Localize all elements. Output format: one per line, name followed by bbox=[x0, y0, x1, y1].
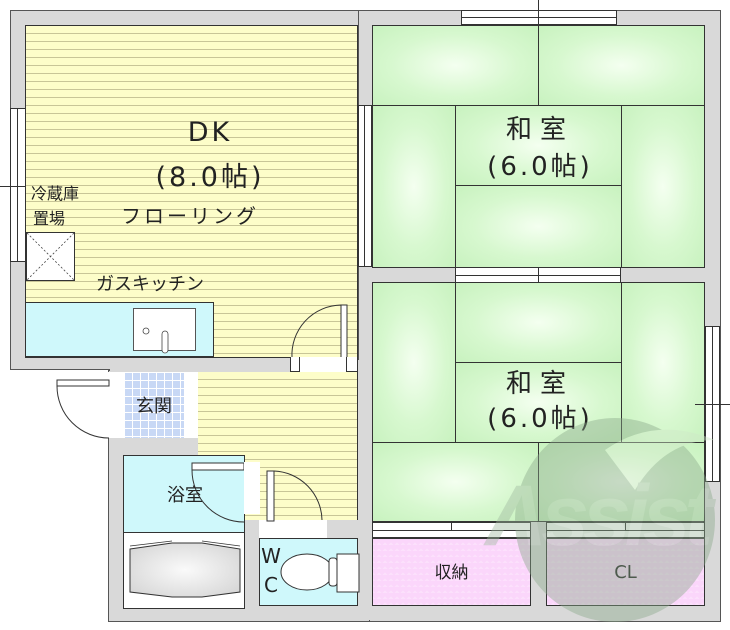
dk-room-size: (8.0帖) bbox=[155, 162, 265, 193]
genkan-floor bbox=[124, 372, 184, 438]
door-jamb bbox=[346, 357, 358, 372]
storage-area bbox=[372, 538, 531, 606]
closet-area bbox=[546, 538, 705, 606]
fridge-cross-icon bbox=[26, 232, 75, 281]
genkan-label: 玄関 bbox=[136, 396, 172, 417]
bathroom-label: 浴室 bbox=[167, 485, 203, 506]
dk-flooring-type: フローリング bbox=[121, 204, 259, 228]
tatami-mat bbox=[372, 25, 539, 106]
kitchen-sink bbox=[133, 308, 196, 354]
fridge-label-line1: 冷蔵庫 bbox=[30, 184, 79, 203]
fridge-space bbox=[26, 232, 75, 281]
tatami-mat bbox=[455, 105, 622, 186]
washitsu-lower-name: 和室 bbox=[505, 369, 574, 399]
tatami-mat bbox=[538, 25, 705, 106]
wc-label-w: W bbox=[261, 544, 281, 568]
kitchen-label: ガスキッチン bbox=[96, 274, 204, 295]
entrance-door-swing-icon bbox=[56, 379, 110, 439]
tatami-mat bbox=[372, 105, 456, 268]
washitsu-upper-floor bbox=[372, 25, 705, 268]
closet-label: CL bbox=[546, 560, 705, 586]
window-mark bbox=[0, 186, 26, 187]
dk-room-name: DK bbox=[187, 117, 233, 148]
washitsu-lower-floor bbox=[372, 282, 705, 522]
wc-door-swing-icon bbox=[266, 470, 323, 522]
washitsu-upper-size: (6.0帖) bbox=[487, 152, 593, 182]
tatami-mat bbox=[538, 442, 705, 522]
tatami-mat bbox=[621, 105, 705, 268]
dk-washitsu-sliding-door bbox=[358, 105, 372, 267]
tatami-mat bbox=[372, 282, 456, 443]
washitsu-upper-name: 和室 bbox=[505, 115, 574, 145]
closet-sliding-door bbox=[546, 522, 705, 538]
washitsu-partition-sliding-door bbox=[455, 267, 621, 283]
wc-label-c: C bbox=[264, 573, 278, 597]
fridge-label-line2: 置場 bbox=[32, 209, 65, 228]
svg-text:Assist: Assist bbox=[483, 468, 716, 564]
window-mark bbox=[538, 0, 539, 25]
storage-label: 収納 bbox=[434, 563, 469, 583]
faucet-icon bbox=[142, 327, 169, 354]
hallway-gap bbox=[183, 372, 198, 438]
bathroom-doorway bbox=[244, 462, 260, 514]
dk-doorway bbox=[298, 357, 350, 372]
washitsu-lower-size: (6.0帖) bbox=[487, 404, 593, 434]
dk-left-window bbox=[10, 108, 26, 262]
wc-door-frame bbox=[259, 520, 327, 538]
storage-sliding-door bbox=[372, 522, 531, 538]
washitsu-upper-window bbox=[461, 10, 617, 25]
tatami-mat bbox=[455, 282, 622, 363]
assist-watermark-logo: Assist bbox=[483, 418, 722, 622]
tatami-mat bbox=[621, 282, 705, 443]
tatami-mat bbox=[372, 442, 539, 522]
toilet-icon bbox=[280, 553, 360, 593]
entrance-opening bbox=[108, 372, 124, 438]
tatami-mat bbox=[455, 185, 622, 268]
door-jamb bbox=[290, 357, 300, 372]
bathtub-icon bbox=[129, 540, 241, 598]
window-mark bbox=[695, 404, 730, 405]
